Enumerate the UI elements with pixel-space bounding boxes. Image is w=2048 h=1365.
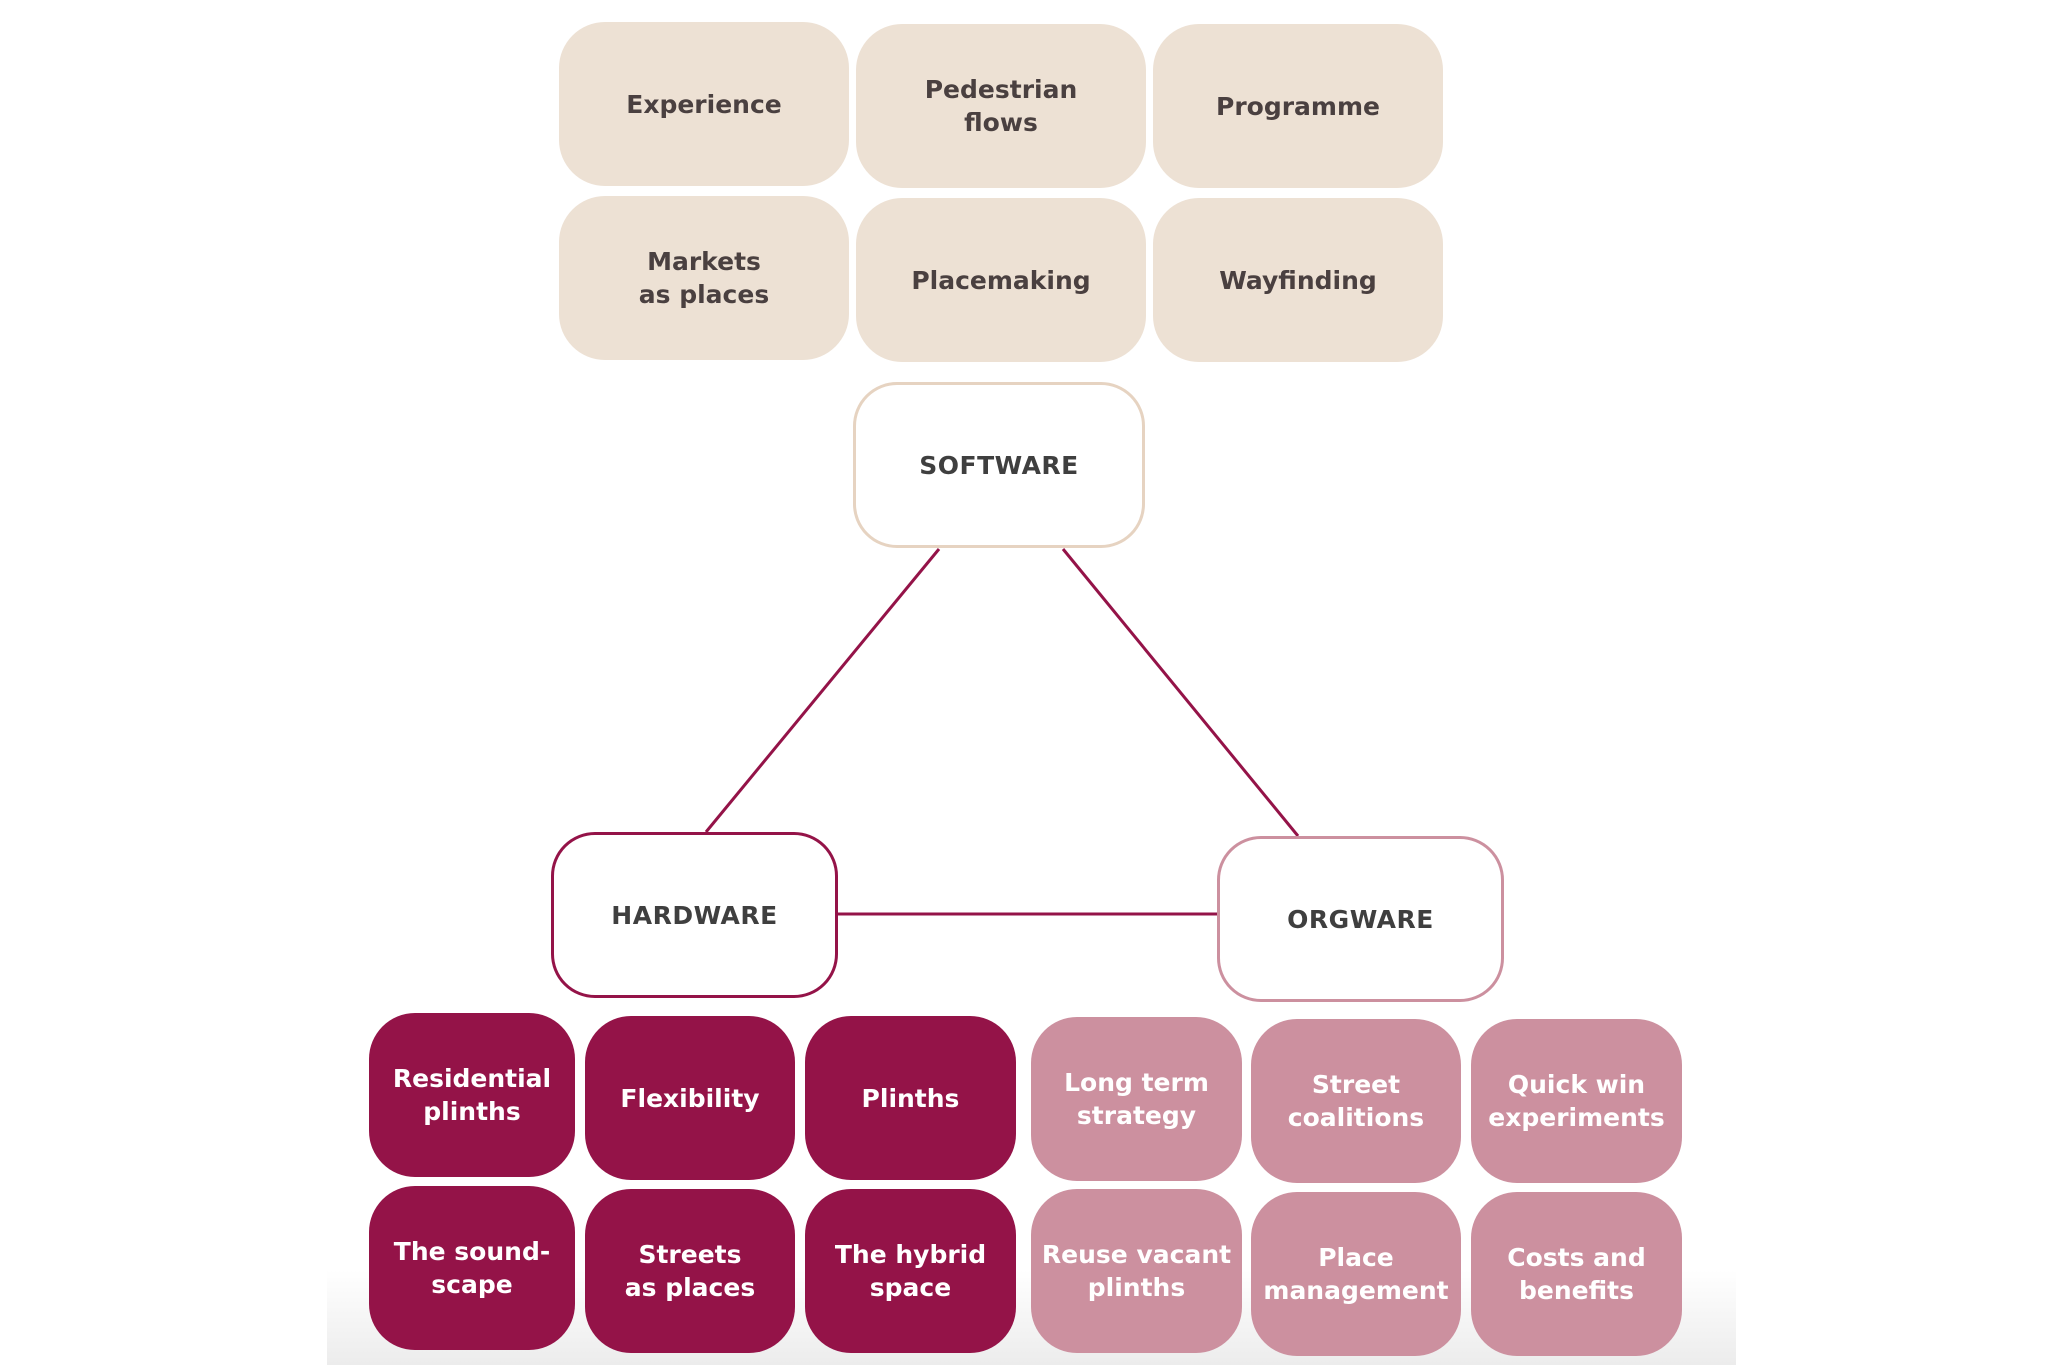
orgware-tile-street-coalitions: Street coalitions (1251, 1019, 1461, 1183)
software-tile-programme: Programme (1153, 24, 1443, 188)
line-software-orgware (1061, 548, 1300, 837)
orgware-tile-costs-and-benefits: Costs and benefits (1471, 1192, 1682, 1356)
hardware-tile-flexibility: Flexibility (585, 1016, 795, 1180)
software-tile-experience: Experience (559, 22, 849, 186)
software-tile-wayfinding: Wayfinding (1153, 198, 1443, 362)
hardware-tile-hybrid-space: The hybrid space (805, 1189, 1016, 1353)
orgware-tile-reuse-vacant-plinths: Reuse vacant plinths (1031, 1189, 1242, 1353)
software-tile-markets-as-places: Markets as places (559, 196, 849, 360)
orgware-hub: ORGWARE (1217, 836, 1504, 1002)
hardware-hub: HARDWARE (551, 832, 838, 998)
hardware-tile-residential-plinths: Residential plinths (369, 1013, 575, 1177)
orgware-tile-place-management: Place management (1251, 1192, 1461, 1356)
hardware-tile-plinths: Plinths (805, 1016, 1016, 1180)
orgware-tile-quick-win-experiments: Quick win experiments (1471, 1019, 1682, 1183)
hardware-tile-soundscape: The sound- scape (369, 1186, 575, 1350)
software-hub: SOFTWARE (853, 382, 1145, 548)
line-software-hardware (704, 548, 941, 833)
hardware-tile-streets-as-places: Streets as places (585, 1189, 795, 1353)
software-tile-pedestrian-flows: Pedestrian flows (856, 24, 1146, 188)
orgware-tile-long-term-strategy: Long term strategy (1031, 1017, 1242, 1181)
software-tile-placemaking: Placemaking (856, 198, 1146, 362)
